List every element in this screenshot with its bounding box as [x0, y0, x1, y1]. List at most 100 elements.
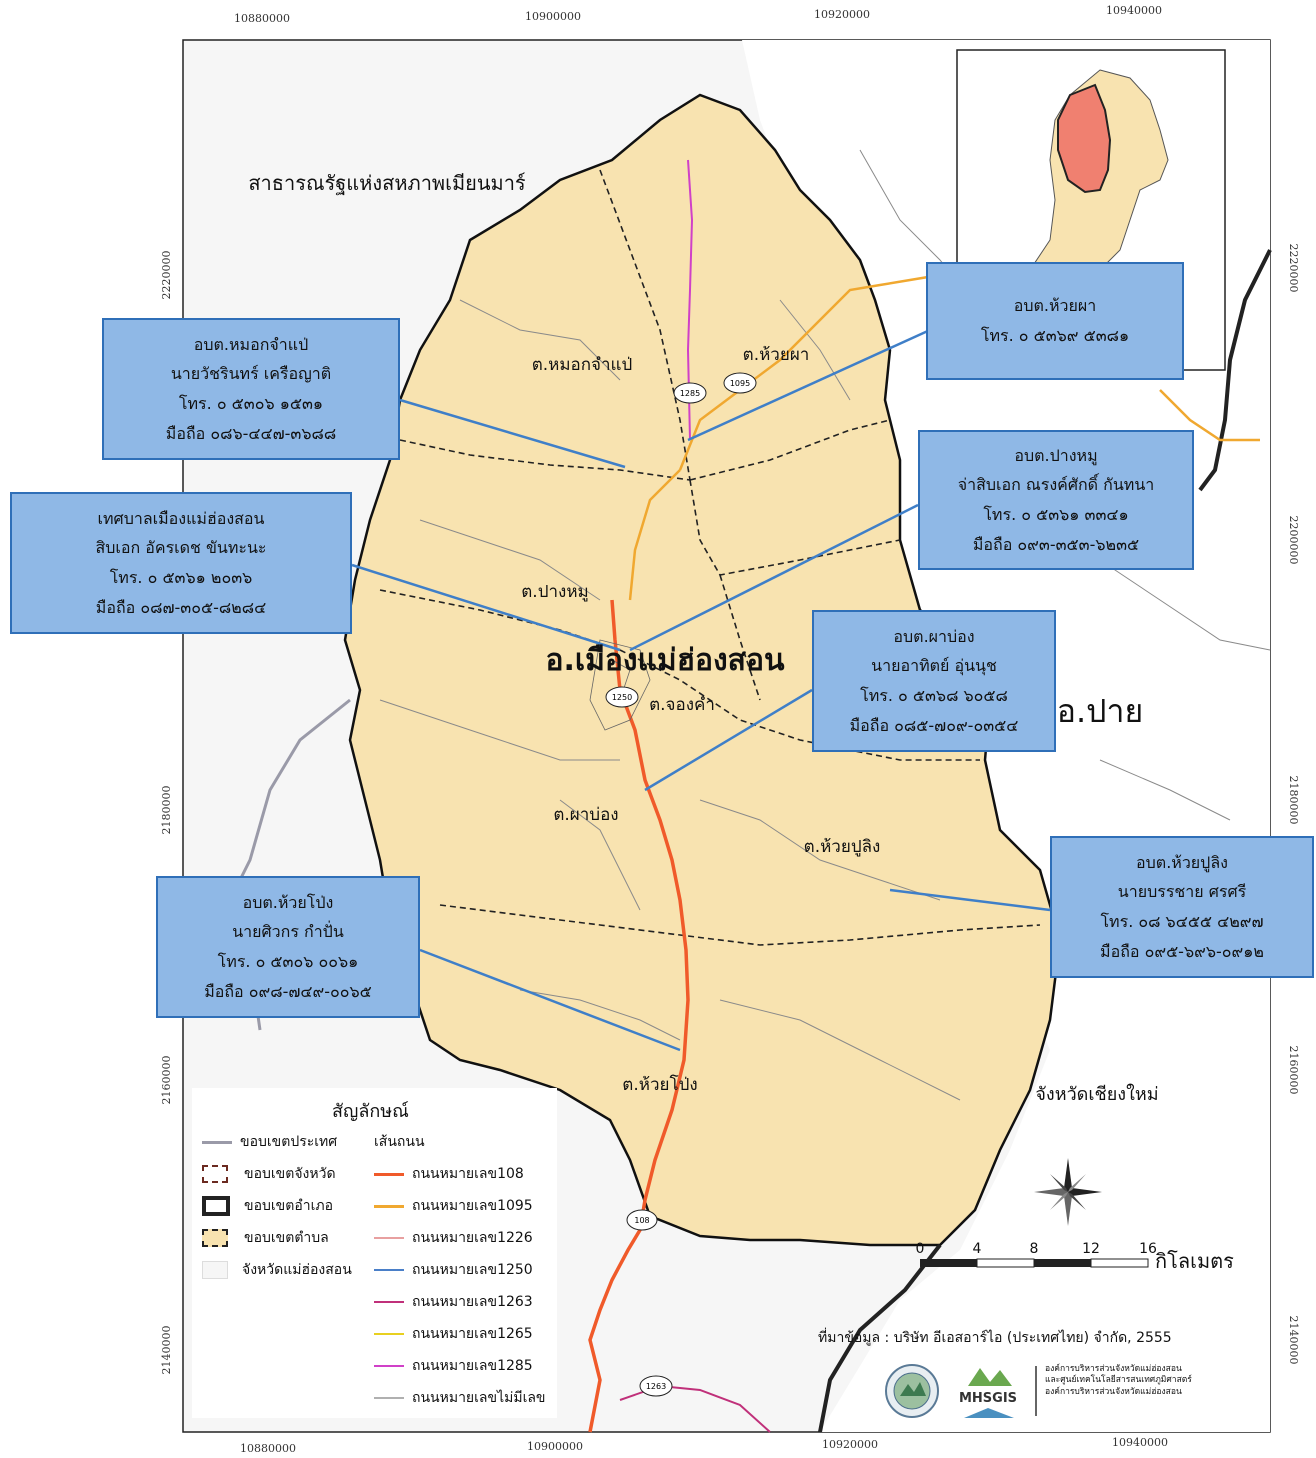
legend-road-1226: ถนนหมายเลข1226 — [374, 1226, 533, 1250]
legend-label: จังหวัดแม่ฮ่องสอน — [242, 1262, 352, 1278]
road-shield-label: 108 — [634, 1216, 649, 1225]
legend-title: สัญลักษณ์ — [332, 1101, 409, 1122]
inset-highlight — [1057, 83, 1112, 194]
label-t-huaypong: ต.ห้วยโป่ง — [622, 1074, 697, 1095]
callout-line: นายอาทิตย์ อุ่นนุช — [871, 656, 997, 676]
legend-item-subdistrict: ขอบเขตตำบล — [202, 1226, 329, 1250]
legend-label: ขอบเขตประเทศ — [240, 1134, 338, 1150]
legend-swatch — [374, 1269, 404, 1271]
legend-label: ถนนหมายเลข1095 — [412, 1198, 533, 1214]
district-area — [343, 93, 1062, 1247]
legend-swatch — [202, 1140, 232, 1144]
callout-line: โทร. ๐ ๕๓๖๑ ๓๓๔๑ — [983, 505, 1129, 524]
source-credit: ที่มาข้อมูล : บริษัท อีเอสอาร์ไอ (ประเทศ… — [818, 1330, 1172, 1346]
label-t-pangmu: ต.ปางหมู — [521, 582, 589, 602]
callout-huaypuling: อบต.ห้วยปูลิง นายบรรชาย ศรศรี โทร. ๐๘ ๖๔… — [1050, 836, 1314, 978]
callout-municipality: เทศบาลเมืองแม่ฮ่องสอน สิบเอก อัครเดช ขัน… — [10, 492, 352, 634]
scale-tick: 0 — [916, 1241, 925, 1257]
legend-swatch — [374, 1237, 404, 1239]
label-district-pai: อ.ปาย — [1057, 692, 1143, 730]
callout-line: มือถือ ๐๙๓-๓๕๓-๖๒๓๕ — [972, 534, 1140, 554]
road-108-line — [588, 599, 690, 1433]
callout-line: โทร. ๐ ๕๓๖๑ ๒๐๓๖ — [109, 568, 253, 587]
tick-x-bottom: 10940000 — [1112, 1436, 1168, 1449]
road-shield-1095: 1095 — [723, 372, 757, 394]
org-line: และศูนย์เทคโนโลยีสารสนเทศภูมิศาสตร์ — [1045, 1375, 1192, 1386]
minor-roads — [379, 149, 1271, 1101]
callout-line: โทร. ๐ ๕๓๐๖ ๐๐๖๑ — [217, 952, 359, 971]
callout-line: โทร. ๐ ๕๓๖๙ ๕๓๘๑ — [980, 326, 1130, 345]
district-boundary-east — [1198, 249, 1272, 492]
scale-tick: 16 — [1139, 1241, 1157, 1257]
scale-unit: กิโลเมตร — [1155, 1249, 1234, 1273]
legend-swatch — [374, 1365, 404, 1367]
tick-y-left: 2180000 — [160, 786, 173, 835]
legend-label: ถนนหมายเลข1285 — [412, 1358, 533, 1374]
callout-leaders — [351, 328, 1051, 1052]
label-district-main: อ.เมืองแม่ฮ่องสอน — [545, 643, 785, 678]
road-shield-1263: 1263 — [639, 1375, 673, 1397]
callout-line: โทร. ๐ ๕๓๐๖ ๑๕๓๑ — [178, 394, 324, 413]
road-shield-108: 108 — [626, 1209, 658, 1231]
callout-line: อบต.ห้วยผา — [1013, 296, 1097, 316]
tick-y-right: 2200000 — [1287, 516, 1300, 565]
callout-huaypha: อบต.ห้วยผา โทร. ๐ ๕๓๖๙ ๕๓๘๑ — [926, 262, 1184, 380]
legend-road-1263: ถนนหมายเลข1263 — [374, 1290, 533, 1314]
legend-label: ถนนหมายเลข1265 — [412, 1326, 533, 1342]
road-shield-label: 1095 — [730, 379, 750, 388]
org-credit: องค์การบริหารส่วนจังหวัดแม่ฮ่องสอน และศู… — [1045, 1364, 1192, 1398]
road-1095-line-east — [1159, 389, 1260, 442]
legend-label: ขอบเขตอำเภอ — [244, 1198, 334, 1214]
callout-line: สิบเอก อัครเดช ขันทะนะ — [95, 538, 267, 558]
legend-road-1250: ถนนหมายเลข1250 — [374, 1258, 533, 1282]
tick-y-right: 2180000 — [1287, 776, 1300, 825]
road-shield-label: 1285 — [680, 389, 700, 398]
district-boundary-south — [818, 1243, 942, 1433]
tick-y-left: 2220000 — [160, 251, 173, 300]
callout-line: มือถือ ๐๙๘-๗๔๙-๐๐๖๕ — [204, 981, 372, 1001]
legend-item-district: ขอบเขตอำเภอ — [202, 1194, 333, 1218]
legend-swatch — [374, 1397, 404, 1399]
legend-label: ถนนหมายเลข108 — [412, 1166, 524, 1182]
tick-y-right: 2140000 — [1287, 1316, 1300, 1365]
callout-phabong: อบต.ผาบ่อง นายอาทิตย์ อุ่นนุช โทร. ๐ ๕๓๖… — [812, 610, 1056, 752]
legend-swatch — [374, 1333, 404, 1335]
callout-line: นายวัชรินทร์ เครือญาติ — [170, 364, 332, 384]
callout-line: มือถือ ๐๙๕-๖๙๖-๐๙๑๒ — [1100, 941, 1264, 961]
label-chiangmai: จังหวัดเชียงใหม่ — [1035, 1083, 1158, 1105]
legend-label: ถนนหมายเลข1250 — [412, 1262, 533, 1278]
road-shield-1285: 1285 — [673, 382, 707, 404]
callout-line: จ่าสิบเอก ณรงค์ศักดิ์ กันทนา — [957, 475, 1155, 495]
callout-line: มือถือ ๐๘๖-๔๔๗-๓๖๘๘ — [165, 423, 337, 443]
mhsgis-logo-icon: MHSGIS — [959, 1368, 1017, 1418]
callout-line: มือถือ ๐๘๗-๓๐๕-๘๒๘๔ — [95, 597, 267, 617]
tick-y-right: 2160000 — [1287, 1046, 1300, 1095]
callout-line: เทศบาลเมืองแม่ฮ่องสอน — [97, 508, 265, 528]
scale-tick: 4 — [973, 1241, 982, 1257]
tick-x-top: 10900000 — [525, 10, 581, 23]
legend-roads-header: เส้นถนน — [374, 1130, 425, 1154]
seal-icon — [885, 1364, 939, 1418]
logos: MHSGIS — [885, 1364, 1037, 1418]
tick-x-bottom: 10880000 — [240, 1442, 296, 1455]
legend-item-country: ขอบเขตประเทศ — [202, 1130, 337, 1154]
road-shield-label: 1263 — [646, 1382, 666, 1391]
label-t-huaypuling: ต.ห้วยปูลิง — [804, 837, 881, 857]
legend-road-108: ถนนหมายเลข108 — [374, 1162, 524, 1186]
label-t-mok: ต.หมอกจำแป่ — [532, 355, 633, 375]
tick-x-top: 10920000 — [814, 8, 870, 21]
legend-swatch — [374, 1172, 404, 1176]
legend-swatch — [374, 1301, 404, 1303]
callout-line: มือถือ ๐๘๕-๗๐๙-๐๓๕๔ — [849, 715, 1019, 735]
legend-swatch — [202, 1229, 228, 1247]
scale-tick: 8 — [1030, 1241, 1039, 1257]
callout-line: อบต.หมอกจำแป่ — [193, 334, 309, 354]
label-myanmar: สาธารณรัฐแห่งสหภาพเมียนมาร์ — [248, 171, 526, 195]
callout-line: อบต.ห้วยปูลิง — [1136, 852, 1228, 872]
callout-line: อบต.ห้วยโป่ง — [242, 892, 334, 912]
legend-label: ถนนหมายเลข1226 — [412, 1230, 533, 1246]
callout-huaypong: อบต.ห้วยโป่ง นายศิวกร กำปั่น โทร. ๐ ๕๓๐๖… — [156, 876, 420, 1018]
legend-label: ขอบเขตตำบล — [244, 1230, 329, 1246]
label-t-jongkham: ต.จองคำ — [649, 695, 715, 715]
road-shield-1250: 1250 — [605, 686, 639, 708]
